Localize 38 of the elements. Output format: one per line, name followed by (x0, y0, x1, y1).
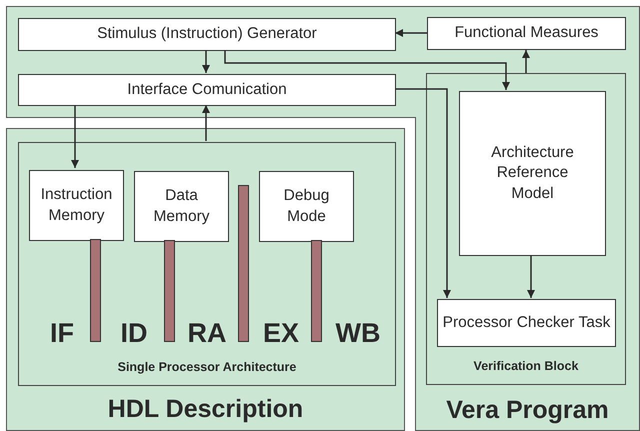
process-box (18, 74, 396, 106)
stage-label: ID (120, 320, 148, 347)
panel-title: Vera Program (445, 394, 610, 426)
process-box (459, 91, 606, 256)
panel-band (6, 6, 415, 118)
arrow (522, 50, 530, 73)
description-panel (6, 128, 405, 431)
stage-label: EX (262, 320, 300, 347)
stage-label: WB (334, 320, 382, 347)
block-title: Single Processor Architecture (116, 359, 298, 376)
box-label: Data Memory (152, 186, 210, 226)
process-box (437, 299, 616, 347)
process-box (29, 170, 124, 241)
program-panel (415, 6, 640, 431)
box-label: Instruction Memory (40, 185, 114, 226)
process-box (427, 17, 626, 50)
stage-label: RA (186, 320, 228, 347)
stage-label: IF (49, 320, 75, 347)
box-label: Functional Measures (454, 23, 598, 44)
arrow (395, 29, 427, 37)
process-box (134, 171, 229, 242)
block-title: Verification Block (472, 358, 580, 376)
arrow (395, 88, 451, 298)
box-label: Debug Mode (282, 186, 330, 226)
arrow (71, 105, 79, 168)
box-label: Interface Comunication (127, 80, 287, 100)
arrow (202, 105, 210, 141)
block-panel (18, 142, 396, 386)
process-box (259, 171, 354, 242)
process-box (18, 18, 396, 51)
arrow (202, 50, 210, 73)
box-label: Processor Checker Task (442, 312, 610, 333)
block-panel (426, 73, 626, 385)
box-label: Stimulus (Instruction) Generator (97, 24, 317, 44)
arrow (224, 50, 510, 90)
box-label: Architecture Reference Model (490, 143, 575, 204)
panel-title: HDL Description (106, 394, 304, 424)
arrow (527, 255, 535, 298)
